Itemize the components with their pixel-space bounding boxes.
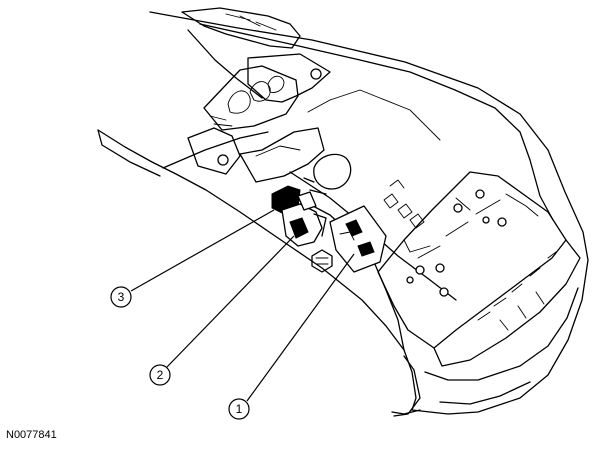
callout-2: 2 bbox=[149, 364, 171, 386]
power-point-module bbox=[329, 205, 387, 273]
callout-1-label: 1 bbox=[236, 402, 243, 416]
round-switch bbox=[303, 153, 352, 195]
callout-1: 1 bbox=[228, 398, 250, 420]
leader-lines bbox=[130, 209, 355, 402]
wiring-connector bbox=[271, 185, 327, 247]
callout-3: 3 bbox=[110, 286, 132, 308]
leader-line-3 bbox=[130, 209, 275, 292]
latch-clip bbox=[311, 249, 333, 273]
figure-reference-code: N0077841 bbox=[6, 429, 57, 441]
console-tray bbox=[162, 23, 554, 351]
leader-line-2 bbox=[166, 235, 295, 368]
console-body bbox=[97, 11, 589, 417]
callout-2-label: 2 bbox=[157, 368, 164, 382]
callout-3-label: 3 bbox=[118, 290, 125, 304]
hinge-assembly bbox=[181, 7, 331, 183]
lid-panel bbox=[377, 171, 581, 367]
leader-line-1 bbox=[246, 253, 355, 402]
tray-tabs bbox=[383, 179, 425, 229]
